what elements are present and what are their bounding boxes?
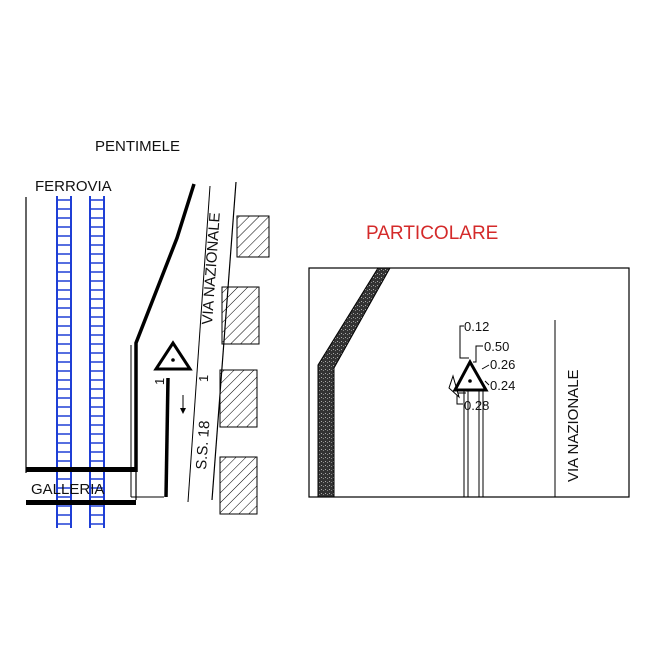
building-3: [219, 369, 258, 428]
sign-side-edge: [164, 377, 170, 498]
detail-warning-sign-icon: [448, 358, 489, 399]
dimension-label-4: 0.24: [490, 378, 515, 393]
detail-view: PARTICOLARE VIA NAZIONALE 0.12 0.50: [308, 223, 630, 498]
warning-sign-icon: [153, 340, 193, 371]
dimension-label-2: 0.50: [484, 339, 509, 354]
direction-arrow-head: [180, 408, 186, 414]
road-center-line: [187, 185, 211, 503]
road-edge-band: [317, 267, 391, 498]
tunnel: GALLERIA: [26, 467, 137, 505]
dimension-leaders: [456, 325, 490, 405]
town-label: PENTIMELE: [95, 138, 180, 155]
building-2: [221, 286, 260, 345]
detail-title: PARTICOLARE: [366, 223, 498, 244]
dimension-label-5: 0.28: [464, 398, 489, 413]
dimension-label-3: 0.26: [490, 357, 515, 372]
road-code-label: S.S. 18: [193, 420, 213, 470]
tunnel-label: GALLERIA: [31, 481, 104, 498]
railway-label: FERROVIA: [35, 178, 112, 195]
building-1: [236, 215, 270, 258]
tunnel-top-bar: [26, 467, 136, 472]
building-4: [219, 456, 258, 515]
detail-road-label: VIA NAZIONALE: [565, 369, 582, 482]
lane-marker-left: 1: [152, 377, 167, 385]
railway-tracks: [56, 196, 105, 528]
lane-marker-right: 1: [196, 374, 211, 382]
tunnel-bottom-bar: [26, 500, 136, 505]
dimension-label-1: 0.12: [464, 319, 489, 334]
road-left-edge: [134, 183, 196, 472]
road-name-label: VIA NAZIONALE: [199, 212, 224, 325]
buildings: [219, 215, 270, 515]
site-map: PENTIMELE FERROVIA GALLERIA VIA NAZIONAL…: [25, 138, 270, 528]
